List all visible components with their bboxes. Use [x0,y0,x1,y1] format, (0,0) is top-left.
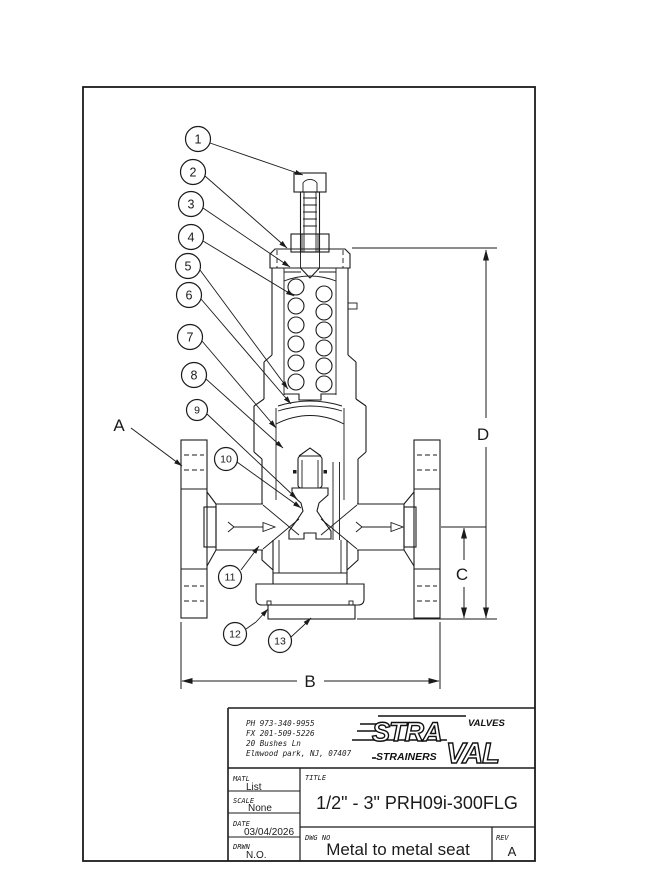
matl-label: MATL [232,775,250,783]
balloon-9-number: 9 [194,405,200,417]
balloon-2-number: 2 [190,166,197,180]
balloon-1: 1 [184,125,304,176]
balloon-6: 6 [175,281,292,405]
flow-arrow-right [355,521,405,533]
dim-a-label: A [113,416,125,435]
title-block-fields: MATL List SCALE None DATE 03/04/2026 DRW… [232,774,518,861]
flange-left [180,439,217,619]
spring-button-diaphragm [277,393,343,412]
logo-stra: STRA [372,717,442,747]
valve-body-upper [253,398,367,540]
balloon-8-number: 8 [191,369,198,383]
balloon-13-number: 13 [274,636,286,648]
valve-body-lower [255,540,365,606]
balloon-10: 10 [213,446,302,509]
balloon-callouts: 1 2 3 4 5 6 7 [174,125,312,654]
logo-valves: VALVES [468,718,505,729]
balloon-8: 8 [180,361,284,449]
dimensions: A B C D [113,247,497,691]
scale-value: None [248,803,272,814]
dim-c-label: C [456,565,468,584]
title-block: PH 973-340-9955 FX 201-509-5226 20 Bushe… [227,707,535,861]
company-address-line2: Elmwood park, NJ, 07407 [246,749,352,758]
scale-label: SCALE [233,797,255,805]
balloon-2: 2 [179,158,288,249]
balloon-11: 11 [217,545,260,590]
balloon-3: 3 [177,190,291,268]
bottom-plug-plate [266,600,356,620]
balloon-6-number: 6 [186,289,193,303]
dim-b: B [180,622,441,691]
valve-cross-section [180,172,441,620]
logo-val: VAL [446,738,499,770]
sheet-border [82,86,536,862]
plug-and-cage [288,447,332,540]
drwn-value: N.O. [246,850,267,861]
balloon-9: 9 [185,398,298,500]
date-label: DATE [232,820,251,828]
dim-d-label: D [477,425,489,444]
drwn-label: DRWN [232,843,251,851]
drawing-title: 1/2" - 3" PRH09i-300FLG [316,793,518,813]
company-address-line1: 20 Bushes Ln [246,739,301,748]
balloon-12: 12 [222,608,269,647]
dwg-no-label: DWG NO [304,834,330,842]
straval-logo: STRA VAL VALVES STRAINERS [352,715,505,771]
balloon-12-number: 12 [229,629,241,641]
dim-b-label: B [304,672,315,691]
balloon-5-number: 5 [185,260,192,274]
balloon-7: 7 [176,323,277,429]
balloon-1-number: 1 [195,133,202,147]
balloon-5: 5 [174,252,289,390]
dim-d: D [352,247,497,620]
spring-bonnet [263,248,358,399]
date-value: 03/04/2026 [244,827,294,838]
matl-value: List [246,782,262,793]
pressure-spring [287,278,333,393]
dim-c: C [441,526,486,619]
flange-right [403,439,441,619]
balloon-11-number: 11 [225,572,236,584]
dwg-no-value: Metal to metal seat [326,840,470,859]
dim-a: A [113,416,183,467]
balloon-4-number: 4 [188,231,195,245]
balloon-4: 4 [177,223,295,297]
title-label: TITLE [305,774,327,782]
company-phone: PH 973-340-9955 [246,719,315,728]
company-contact: PH 973-340-9955 FX 201-509-5226 20 Bushe… [246,719,352,758]
balloon-7-number: 7 [187,331,194,345]
balloon-10-number: 10 [220,454,232,466]
seat-cone-lines [262,504,358,550]
balloon-3-number: 3 [188,198,195,212]
flow-arrow-left [227,521,277,533]
logo-strainers: STRAINERS [376,751,437,763]
balloon-13: 13 [267,617,312,654]
company-fax: FX 201-509-5226 [246,729,315,738]
rev-value: A [508,844,517,859]
rev-label: REV [496,834,509,842]
